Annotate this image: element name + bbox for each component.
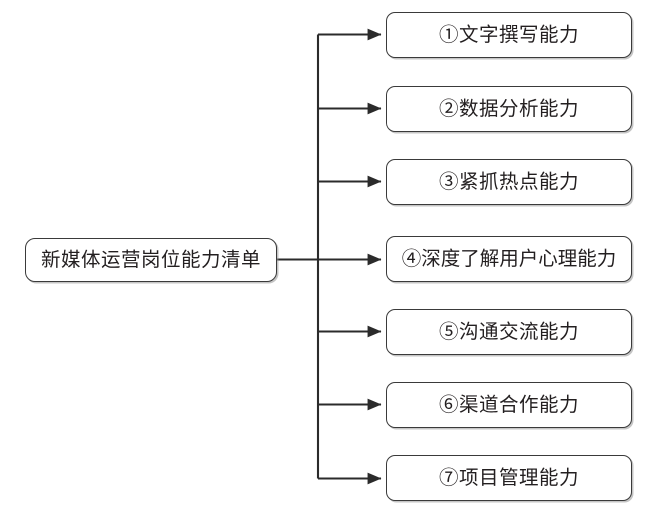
capability-node-3-label: ③紧抓热点能力 (438, 170, 579, 194)
capability-node-1-label: ①文字撰写能力 (438, 23, 579, 47)
capability-node-5-label: ⑤沟通交流能力 (438, 320, 579, 344)
capability-node-6[interactable]: ⑥渠道合作能力 (386, 382, 632, 428)
capability-node-1[interactable]: ①文字撰写能力 (386, 12, 632, 58)
root-node-label: 新媒体运营岗位能力清单 (40, 248, 261, 272)
root-node[interactable]: 新媒体运营岗位能力清单 (25, 238, 277, 282)
capability-node-4-label: ④深度了解用户心理能力 (401, 247, 617, 271)
capability-node-2-label: ②数据分析能力 (438, 97, 579, 121)
capability-node-7-label: ⑦项目管理能力 (438, 466, 579, 490)
capability-node-6-label: ⑥渠道合作能力 (438, 393, 579, 417)
capability-node-2[interactable]: ②数据分析能力 (386, 86, 632, 132)
capability-node-4[interactable]: ④深度了解用户心理能力 (386, 236, 632, 282)
capability-node-5[interactable]: ⑤沟通交流能力 (386, 309, 632, 355)
capability-node-3[interactable]: ③紧抓热点能力 (386, 159, 632, 205)
capability-node-7[interactable]: ⑦项目管理能力 (386, 455, 632, 501)
